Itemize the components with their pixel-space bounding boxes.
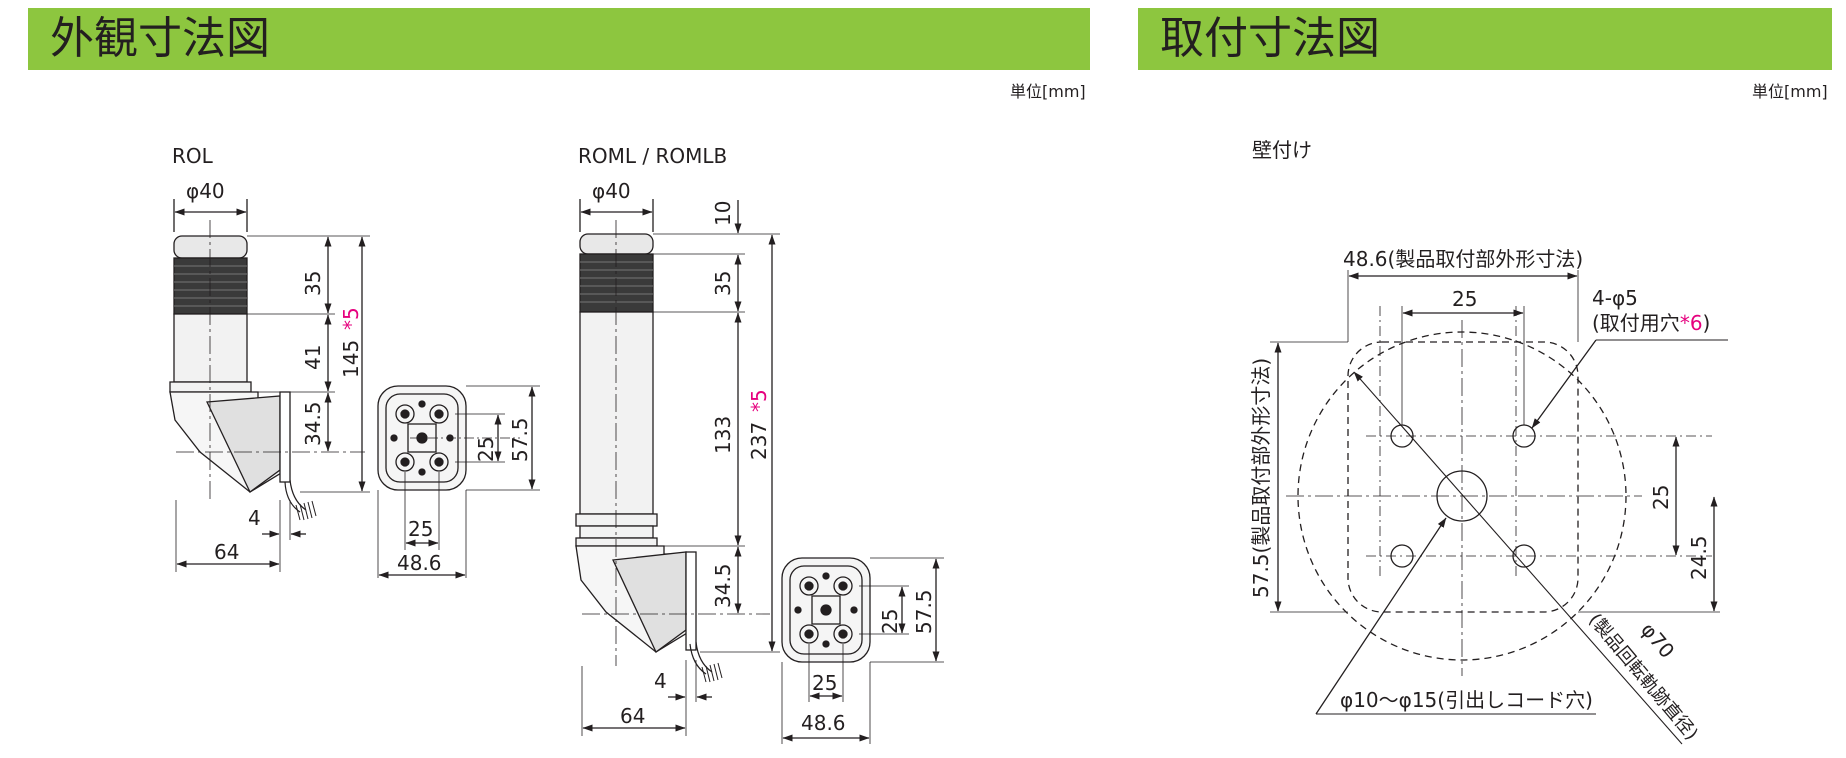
roml-dim-small: 4 <box>654 669 667 693</box>
rol-dim-mid: 41 <box>301 345 325 370</box>
roml-base <box>781 557 944 744</box>
rol-dim-small: 4 <box>248 506 261 530</box>
roml-base-inner: 25 <box>812 671 837 695</box>
mount-left-dim: 57.5(製品取付部外形寸法) <box>1249 358 1273 598</box>
rol-name: ROL <box>172 144 214 168</box>
roml-dim-pole: 133 <box>711 416 735 454</box>
section-title: 外観寸法図 <box>50 13 270 64</box>
rol-note: *5 <box>339 307 363 330</box>
mount-top-dim: 48.6(製品取付部外形寸法) <box>1343 247 1583 271</box>
rol-dim-top: 35 <box>301 271 325 296</box>
rol-base <box>377 385 540 579</box>
rol-dim-total: 145 <box>339 340 363 378</box>
roml-diameter: φ40 <box>592 179 631 203</box>
mount-caption: 壁付け <box>1252 138 1312 162</box>
rol-diameter: φ40 <box>186 179 225 203</box>
mount-cord-hole: φ10〜φ15(引出しコード穴) <box>1340 688 1593 712</box>
rol-base-height: 57.5 <box>508 417 532 462</box>
roml-dim-width: 64 <box>620 704 645 728</box>
roml-base-width: 48.6 <box>801 711 846 735</box>
section-title: 取付寸法図 <box>1160 13 1380 64</box>
mount-rotation-dia: φ70 <box>1636 618 1679 663</box>
rol-base-inner: 25 <box>408 517 433 541</box>
mounting-drawing <box>1270 270 1728 745</box>
roml-base-height: 57.5 <box>912 589 936 634</box>
unit-label: 単位[mm] <box>1752 82 1828 101</box>
mount-holes: 4-φ5 <box>1592 286 1638 310</box>
rol-dim-bottom: 34.5 <box>301 401 325 446</box>
mount-top-inner: 25 <box>1452 287 1477 311</box>
mount-right-offset: 24.5 <box>1687 535 1711 580</box>
rol-dim-width: 64 <box>214 540 239 564</box>
roml-note: *5 <box>747 389 771 412</box>
roml-drawing: ROML / ROMLB φ40 <box>575 144 780 736</box>
roml-base-pitch: 25 <box>878 609 902 634</box>
unit-label: 単位[mm] <box>1010 82 1086 101</box>
rol-base-width: 48.6 <box>397 551 442 575</box>
mount-holes-note-star: *6 <box>1680 311 1703 335</box>
roml-dim-cap: 10 <box>711 201 735 226</box>
rol-base-pitch: 25 <box>474 437 498 462</box>
roml-name: ROML / ROMLB <box>578 144 727 168</box>
section-header-dimensions: 外観寸法図 <box>28 8 1090 70</box>
mount-holes-note: (取付用穴*6) <box>1592 311 1710 335</box>
mount-holes-note-post: ) <box>1703 311 1711 335</box>
roml-dim-bottom: 34.5 <box>711 563 735 608</box>
rol-drawing: ROL φ40 <box>169 144 370 572</box>
mount-holes-note-pre: (取付用穴 <box>1592 311 1680 335</box>
mount-right-inner: 25 <box>1649 485 1673 510</box>
roml-dim-top: 35 <box>711 271 735 296</box>
section-header-mounting: 取付寸法図 <box>1138 8 1832 70</box>
roml-dim-total: 237 <box>747 422 771 460</box>
